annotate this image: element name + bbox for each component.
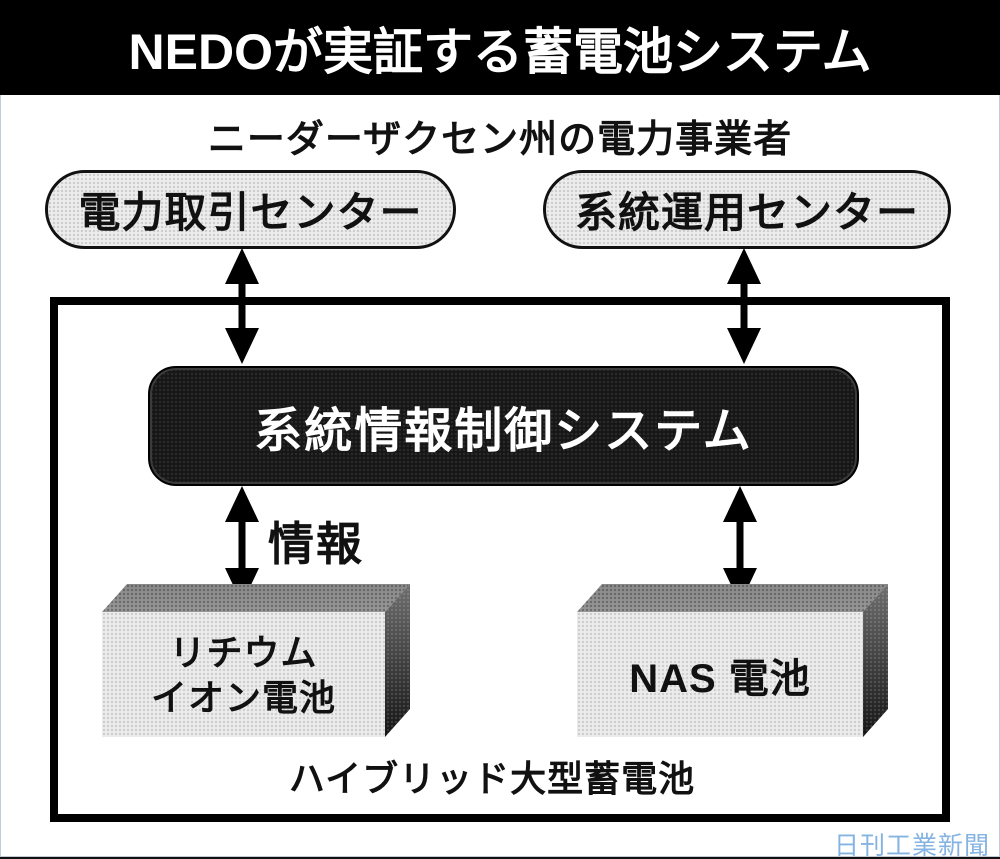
nas-box-side-face — [863, 584, 888, 737]
info-arrow-label: 情報 — [268, 518, 364, 570]
hybrid-battery-caption: ハイブリッド大型蓄電池 — [288, 758, 696, 799]
double-arrow-icon-operation-to-control — [722, 246, 766, 366]
node-power-trading-center: 電力取引センター — [45, 170, 456, 249]
li-ion-box-top-face — [102, 584, 410, 612]
node-li-ion-battery: リチウム イオン電池 — [102, 584, 410, 737]
li-ion-box-front-face: リチウム イオン電池 — [102, 612, 385, 737]
node-grid-operation-center: 系統運用センター — [543, 170, 951, 249]
node-grid-info-control-system-label: 系統情報制御システム — [254, 405, 753, 458]
page-title: NEDOが実証する蓄電池システム — [128, 23, 872, 80]
node-grid-operation-center-label: 系統運用センター — [574, 189, 919, 236]
nas-box-front-face: NAS 電池 — [577, 612, 863, 737]
nas-label: NAS 電池 — [629, 656, 811, 701]
nas-box-top-face — [577, 584, 888, 612]
subtitle-power-operator: ニーダーザクセン州の電力事業者 — [207, 118, 793, 161]
node-power-trading-center-label: 電力取引センター — [78, 189, 423, 236]
node-nas-battery: NAS 電池 — [577, 584, 888, 737]
hybrid-battery-frame — [50, 297, 950, 822]
li-ion-label-line2: イオン電池 — [150, 676, 336, 718]
node-grid-info-control-system: 系統情報制御システム — [148, 366, 859, 486]
title-bar: NEDOが実証する蓄電池システム — [0, 0, 1000, 95]
newspaper-credit: 日刊工業新聞 — [833, 832, 990, 859]
double-arrow-icon-trading-to-control — [220, 246, 264, 366]
li-ion-box-side-face — [385, 584, 410, 737]
li-ion-label-line1: リチウム — [169, 631, 318, 673]
